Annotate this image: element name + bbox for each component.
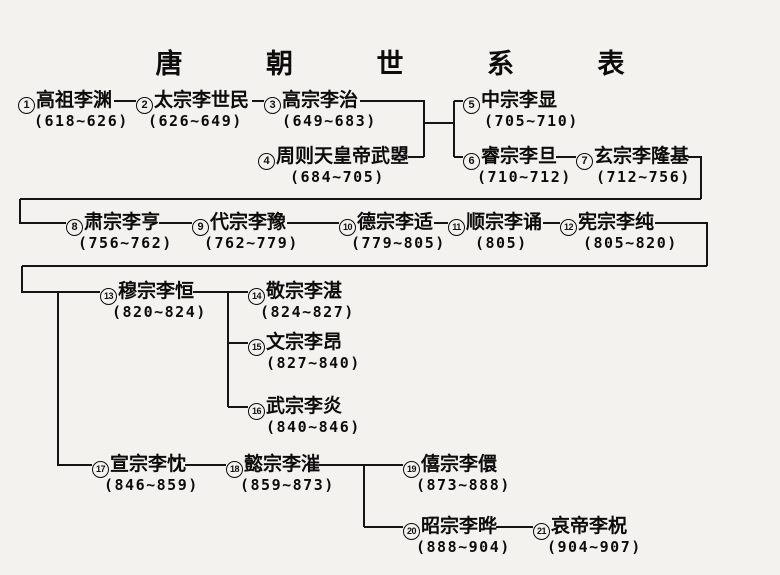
circled-number: 10	[339, 219, 356, 236]
reign-years: (904~907)	[547, 538, 642, 556]
circled-number: 9	[192, 219, 209, 236]
circled-number: 1	[18, 97, 35, 114]
circled-number: 3	[264, 97, 281, 114]
emperor-name: 顺宗李诵	[466, 212, 543, 233]
reign-years: (779~805)	[351, 234, 446, 252]
reign-years: (618~626)	[34, 112, 129, 130]
reign-years: (888~904)	[416, 538, 511, 556]
emperor-name: 哀帝李柷	[551, 516, 628, 537]
circled-number: 5	[463, 97, 480, 114]
reign-years: (712~756)	[596, 168, 691, 186]
reign-years: (705~710)	[484, 112, 579, 130]
emperor-name: 周则天皇帝武曌	[276, 146, 410, 167]
emperor-name: 肃宗李亨	[84, 212, 161, 233]
emperor-name: 文宗李昂	[266, 332, 343, 353]
reign-years: (684~705)	[290, 168, 385, 186]
reign-years: (846~859)	[104, 476, 199, 494]
emperor-name: 中宗李显	[481, 90, 558, 111]
circled-number: 13	[100, 288, 117, 305]
page-title: 唐 朝 世 系 表	[155, 49, 663, 79]
reign-years: (805~820)	[583, 234, 678, 252]
connector-lines	[19, 100, 708, 528]
circled-number: 4	[258, 153, 275, 170]
circled-number: 16	[248, 403, 265, 420]
circled-number: 17	[92, 461, 109, 478]
circled-number: 14	[248, 288, 265, 305]
reign-years: (827~840)	[266, 354, 361, 372]
emperor-name: 宣宗李忱	[110, 454, 187, 475]
circled-number: 12	[560, 219, 577, 236]
emperor-name: 代宗李豫	[210, 212, 287, 233]
emperor-name: 高宗李治	[282, 90, 359, 111]
circled-number: 7	[576, 153, 593, 170]
circled-number: 2	[136, 97, 153, 114]
emperor-name: 僖宗李儇	[421, 454, 498, 475]
reign-years: (649~683)	[282, 112, 377, 130]
circled-number: 11	[448, 219, 465, 236]
circled-number: 18	[226, 461, 243, 478]
emperor-name: 懿宗李漼	[244, 454, 321, 475]
emperor-name: 太宗李世民	[154, 90, 250, 111]
reign-years: (805)	[475, 234, 528, 252]
circled-number: 19	[403, 461, 420, 478]
reign-years: (840~846)	[266, 418, 361, 436]
emperor-name: 玄宗李隆基	[594, 146, 690, 167]
emperor-name: 武宗李炎	[266, 396, 343, 417]
circled-number: 8	[66, 219, 83, 236]
reign-years: (762~779)	[204, 234, 299, 252]
reign-years: (824~827)	[260, 303, 355, 321]
reign-years: (820~824)	[112, 303, 207, 321]
reign-years: (756~762)	[78, 234, 173, 252]
emperor-name: 高祖李渊	[36, 90, 113, 111]
circled-number: 15	[248, 339, 265, 356]
circled-number: 20	[403, 523, 420, 540]
emperor-name: 穆宗李恒	[118, 281, 195, 302]
reign-years: (710~712)	[477, 168, 572, 186]
reign-years: (859~873)	[240, 476, 335, 494]
emperor-name: 德宗李适	[357, 212, 434, 233]
emperor-name: 宪宗李纯	[578, 212, 655, 233]
emperor-name: 昭宗李晔	[421, 516, 498, 537]
reign-years: (626~649)	[148, 112, 243, 130]
circled-number: 21	[533, 523, 550, 540]
emperor-name: 睿宗李旦	[481, 146, 558, 167]
circled-number: 6	[463, 153, 480, 170]
reign-years: (873~888)	[416, 476, 511, 494]
emperor-name: 敬宗李湛	[266, 281, 343, 302]
